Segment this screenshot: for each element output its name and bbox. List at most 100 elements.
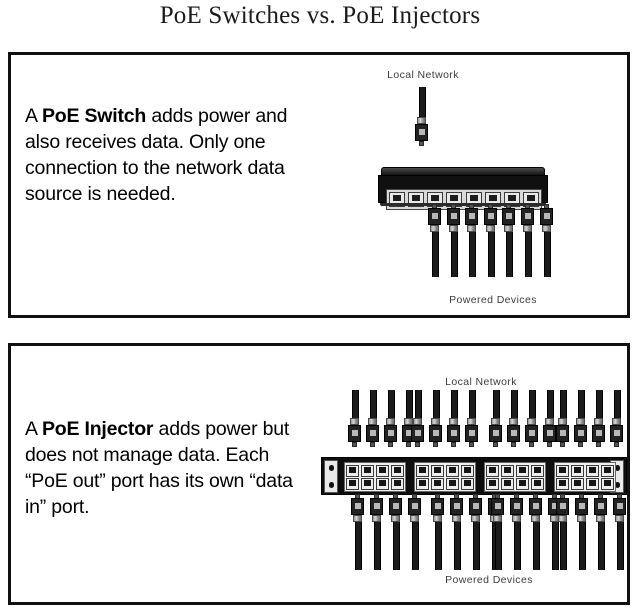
rj45-connector bbox=[351, 498, 364, 515]
injector-port-group bbox=[484, 462, 546, 492]
injector-rj45-port bbox=[601, 477, 614, 490]
switch-powered-devices-label: Powered Devices bbox=[449, 294, 537, 306]
rj45-connector bbox=[465, 425, 478, 442]
rj45-patch-cable bbox=[431, 494, 444, 570]
rj45-connector bbox=[525, 425, 538, 442]
injector-rj45-port bbox=[376, 477, 389, 490]
rj45-patch-cable bbox=[574, 390, 587, 447]
cable-boot bbox=[368, 418, 377, 425]
rj45-connector bbox=[447, 208, 460, 225]
injector-rj45-port bbox=[391, 464, 404, 477]
rj45-connector bbox=[469, 498, 482, 515]
cable-boot bbox=[596, 515, 605, 522]
cable-boot bbox=[527, 418, 536, 425]
injector-port-group bbox=[554, 462, 616, 492]
rj45-connector bbox=[366, 425, 379, 442]
injector-port-row bbox=[556, 464, 614, 477]
cable-wire bbox=[370, 390, 377, 418]
rj45-patch-cable bbox=[370, 494, 383, 570]
injector-rj45-port bbox=[416, 477, 429, 490]
injector-port-group bbox=[414, 462, 476, 492]
rj45-connector bbox=[502, 208, 515, 225]
injector-rj45-port bbox=[416, 464, 429, 477]
injector-local-network-label: Local Network bbox=[445, 376, 517, 388]
cable-boot bbox=[452, 515, 461, 522]
cable-boot bbox=[372, 515, 381, 522]
rj45-connector bbox=[384, 425, 397, 442]
injector-rj45-port bbox=[571, 477, 584, 490]
rj45-patch-cable bbox=[594, 494, 607, 570]
cable-boot bbox=[386, 418, 395, 425]
cable-wire bbox=[560, 390, 567, 418]
cable-boot bbox=[430, 225, 439, 232]
rack-screw-hole bbox=[329, 465, 334, 471]
cable-boot bbox=[471, 515, 480, 522]
rack-ear-left bbox=[324, 460, 338, 493]
cable-boot bbox=[531, 515, 540, 522]
cable-boot bbox=[615, 515, 624, 522]
rj45-connector bbox=[411, 425, 424, 442]
cable-wire bbox=[451, 232, 458, 277]
cable-boot bbox=[493, 515, 502, 522]
rj45-connector bbox=[556, 498, 569, 515]
rj45-patch-cable bbox=[450, 494, 463, 570]
rj45-latch-tab bbox=[493, 442, 498, 447]
injector-port-row bbox=[416, 464, 474, 477]
cable-wire bbox=[579, 522, 586, 570]
rj45-latch-tab bbox=[596, 442, 601, 447]
injector-rj45-port bbox=[531, 464, 544, 477]
rj45-patch-cable bbox=[465, 390, 478, 447]
rj45-latch-tab bbox=[352, 442, 357, 447]
rj45-connector bbox=[348, 425, 361, 442]
cable-boot bbox=[594, 418, 603, 425]
rj45-connector bbox=[415, 124, 428, 141]
rj45-connector bbox=[574, 425, 587, 442]
injector-rj45-port bbox=[601, 464, 614, 477]
rack-screw-hole bbox=[615, 482, 620, 488]
rj45-patch-cable bbox=[366, 390, 379, 447]
cable-boot bbox=[391, 515, 400, 522]
injector-rj45-port bbox=[391, 477, 404, 490]
rj45-patch-cable bbox=[348, 390, 361, 447]
cable-wire bbox=[596, 390, 603, 418]
rj45-patch-cable bbox=[543, 390, 556, 447]
cable-wire bbox=[598, 522, 605, 570]
rj45-connector bbox=[450, 498, 463, 515]
page-title: PoE Switches vs. PoE Injectors bbox=[159, 2, 481, 29]
cable-boot bbox=[350, 418, 359, 425]
injector-rj45-port bbox=[571, 464, 584, 477]
injector-rj45-port bbox=[501, 464, 514, 477]
rj45-patch-cable bbox=[540, 204, 553, 277]
rj45-connector bbox=[408, 498, 421, 515]
injector-rj45-port bbox=[516, 477, 529, 490]
injector-rj45-port bbox=[486, 464, 499, 477]
rj45-connector bbox=[575, 498, 588, 515]
rj45-connector bbox=[370, 498, 383, 515]
rj45-patch-cable bbox=[491, 494, 504, 570]
switch-local-network-label: Local Network bbox=[387, 69, 459, 81]
cable-boot bbox=[431, 418, 440, 425]
rj45-connector bbox=[389, 498, 402, 515]
rj45-connector bbox=[529, 498, 542, 515]
cable-boot bbox=[449, 418, 458, 425]
rj45-patch-cable bbox=[469, 494, 482, 570]
rj45-latch-tab bbox=[511, 442, 516, 447]
injector-rj45-port bbox=[431, 477, 444, 490]
injector-rj45-port bbox=[586, 464, 599, 477]
cable-boot bbox=[576, 418, 585, 425]
cable-wire bbox=[614, 390, 621, 418]
rj45-connector bbox=[429, 425, 442, 442]
rj45-latch-tab bbox=[614, 442, 619, 447]
cable-wire bbox=[506, 232, 513, 277]
rj45-connector bbox=[447, 425, 460, 442]
cable-wire bbox=[514, 522, 521, 570]
rj45-connector bbox=[610, 425, 623, 442]
cable-boot bbox=[542, 225, 551, 232]
rj45-patch-cable bbox=[408, 494, 421, 570]
injector-rj45-port bbox=[361, 464, 374, 477]
switch-chassis-base bbox=[380, 203, 546, 206]
rj45-latch-tab bbox=[415, 442, 420, 447]
injector-rj45-port bbox=[486, 477, 499, 490]
rj45-patch-cable bbox=[613, 494, 626, 570]
rj45-patch-cable bbox=[489, 390, 502, 447]
